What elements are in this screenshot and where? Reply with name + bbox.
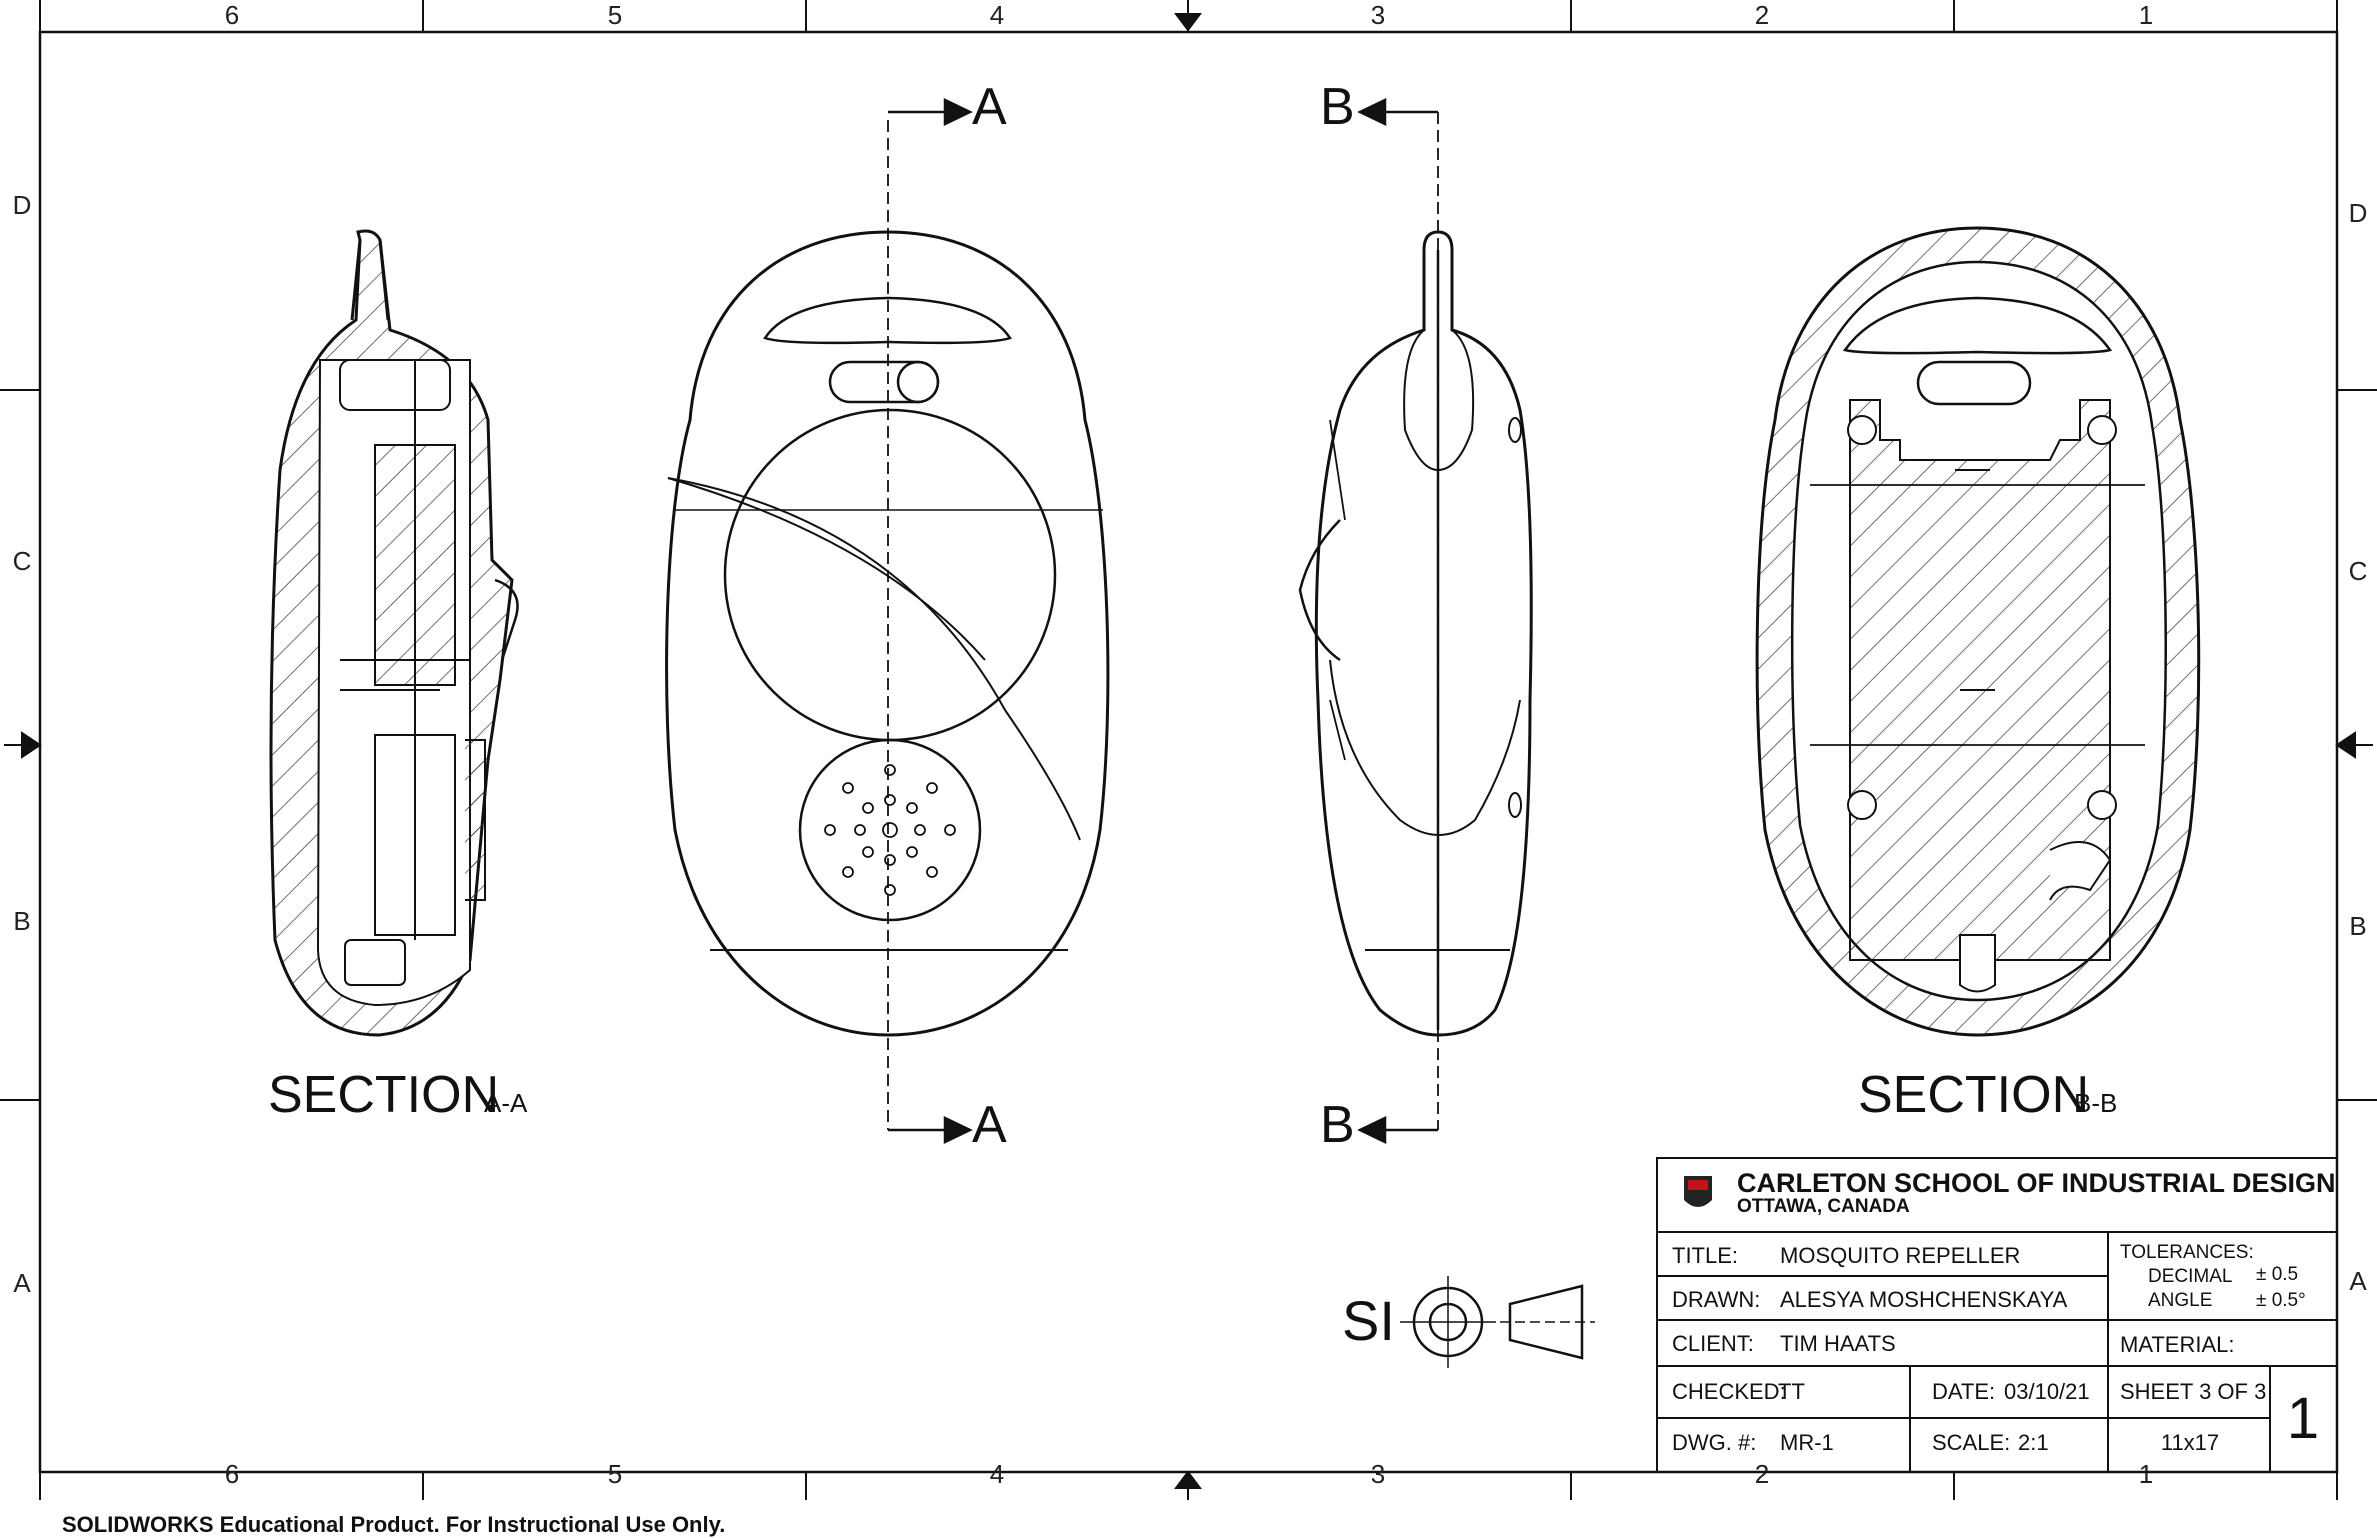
watermark-footer: SOLIDWORKS Educational Product. For Inst… <box>62 1512 726 1537</box>
cut-label-b-top: B <box>1320 78 1355 136</box>
angle-value: ± 0.5° <box>2256 1290 2306 1311</box>
date-value: 03/10/21 <box>2004 1379 2090 1404</box>
dwg-value: MR-1 <box>1780 1430 1834 1455</box>
zone-label-top-4: 4 <box>990 0 1004 30</box>
date-field-label: DATE: <box>1932 1379 1995 1404</box>
client-field-label: CLIENT: <box>1672 1331 1754 1356</box>
zone-label-bottom-2: 2 <box>1755 1459 1769 1489</box>
zone-label-right-a: A <box>2349 1266 2367 1296</box>
cut-label-a-top: A <box>972 78 1007 136</box>
section-aa-label: SECTION <box>268 1066 499 1124</box>
title-value: MOSQUITO REPELLER <box>1780 1243 2020 1268</box>
title-field-label: TITLE: <box>1672 1243 1738 1268</box>
zone-label-bottom-6: 6 <box>225 1459 239 1489</box>
zone-label-right-b: B <box>2349 911 2366 941</box>
side-view <box>1298 112 1533 1130</box>
drawn-value: ALESYA MOSHCHENSKAYA <box>1780 1287 2068 1312</box>
zone-label-right-c: C <box>2349 556 2368 586</box>
tolerances-label: TOLERANCES: <box>2120 1242 2254 1263</box>
cut-label-b-bottom: B <box>1320 1096 1355 1154</box>
company-location: OTTAWA, CANADA <box>1737 1196 1910 1217</box>
zone-label-right-d: D <box>2349 198 2368 228</box>
cut-plane-a <box>888 98 973 1144</box>
section-aa-view <box>269 229 519 1037</box>
zone-label-top-3: 3 <box>1371 0 1385 30</box>
material-field-label: MATERIAL: <box>2120 1332 2235 1357</box>
decimal-value: ± 0.5 <box>2256 1264 2298 1285</box>
zone-label-left-b: B <box>13 906 30 936</box>
section-bb-view <box>1755 226 2201 1037</box>
front-view <box>665 120 1110 1130</box>
zone-label-left-a: A <box>13 1268 31 1298</box>
units-label: SI <box>1342 1289 1395 1352</box>
title-block <box>1656 1157 2338 1473</box>
checked-value: TT <box>1778 1379 1805 1404</box>
zone-label-top-6: 6 <box>225 0 239 30</box>
zone-label-left-d: D <box>13 190 32 220</box>
decimal-label: DECIMAL <box>2148 1266 2232 1287</box>
sheet-size: 11x17 <box>2161 1430 2219 1455</box>
zone-label-top-2: 2 <box>1755 0 1769 30</box>
client-value: TIM HAATS <box>1780 1331 1896 1356</box>
zone-label-bottom-3: 3 <box>1371 1459 1385 1489</box>
zone-label-bottom-1: 1 <box>2139 1459 2153 1489</box>
sheet-value: SHEET 3 OF 3 <box>2120 1379 2266 1404</box>
zone-label-left-c: C <box>13 546 32 576</box>
centering-marks <box>4 4 2373 1500</box>
section-bb-label: SECTION <box>1858 1066 2089 1124</box>
checked-field-label: CHECKED: <box>1672 1379 1786 1404</box>
drawn-field-label: DRAWN: <box>1672 1287 1760 1312</box>
scale-field-label: SCALE: <box>1932 1430 2010 1455</box>
section-aa-sub: A-A <box>484 1088 528 1118</box>
zone-label-top-5: 5 <box>608 0 622 30</box>
scale-value: 2:1 <box>2018 1430 2049 1455</box>
zone-label-bottom-4: 4 <box>990 1459 1004 1489</box>
cut-label-a-bottom: A <box>972 1096 1007 1154</box>
cut-plane-b <box>1357 98 1438 1144</box>
section-bb-sub: B-B <box>2074 1088 2117 1118</box>
angle-label: ANGLE <box>2148 1290 2212 1311</box>
dwg-field-label: DWG. #: <box>1672 1430 1756 1455</box>
zone-label-top-1: 1 <box>2139 0 2153 30</box>
company-name: CARLETON SCHOOL OF INDUSTRIAL DESIGN <box>1737 1168 2336 1198</box>
school-logo <box>1684 1176 1712 1207</box>
revision-number: 1 <box>2287 1386 2319 1451</box>
zone-label-bottom-5: 5 <box>608 1459 622 1489</box>
third-angle-projection-icon <box>1400 1276 1595 1368</box>
